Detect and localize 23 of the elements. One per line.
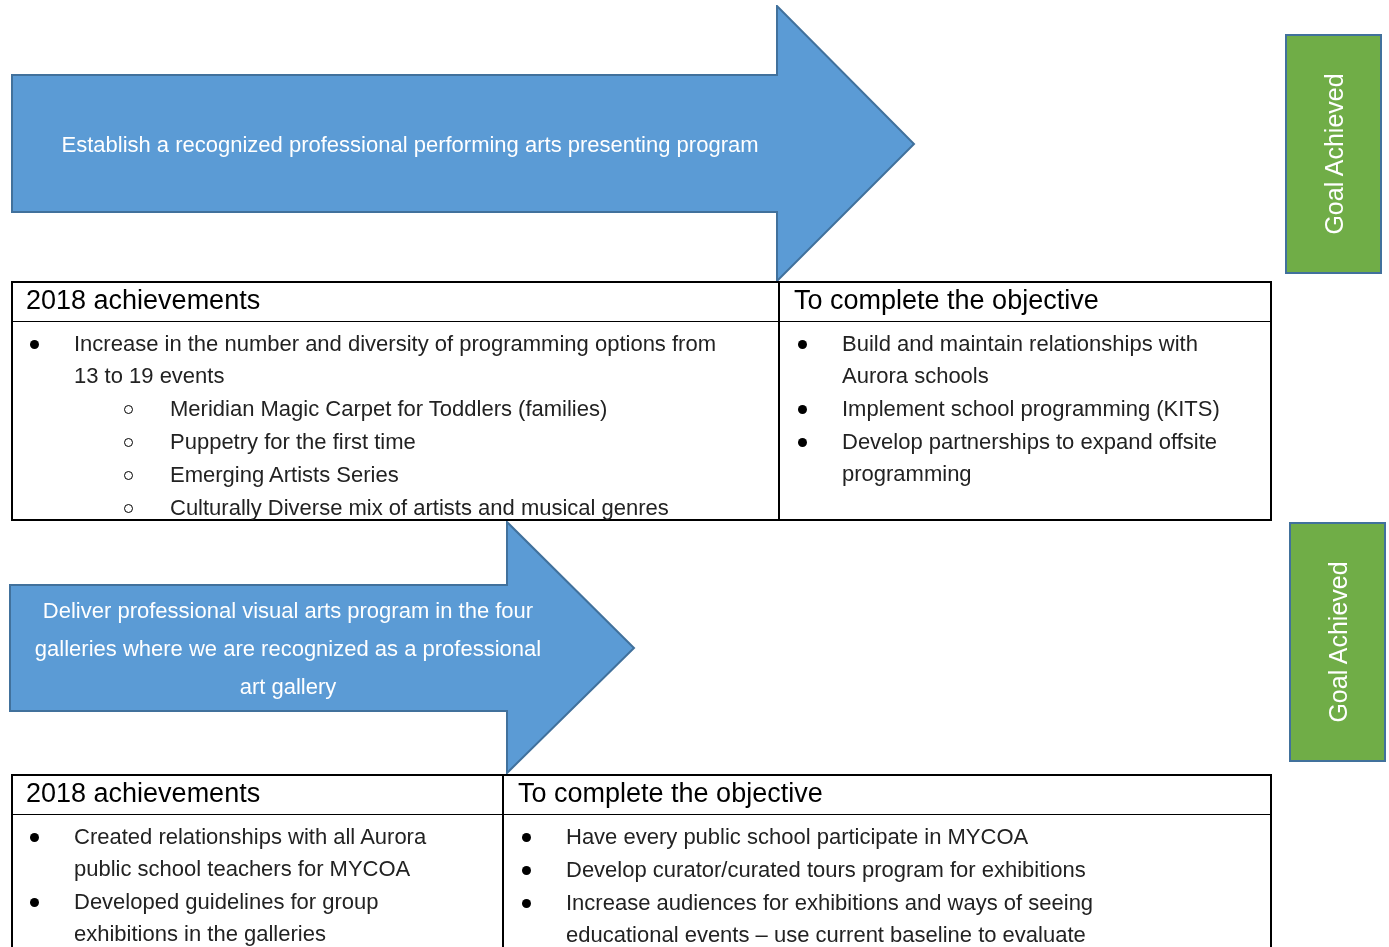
column-heading: To complete the objective	[794, 285, 1099, 316]
list-item: Meridian Magic Carpet for Toddlers (families)	[170, 395, 609, 423]
status-text: Goal Achieved	[1323, 561, 1352, 723]
list-item: Have every public school participate in MYCOA	[566, 823, 1030, 851]
status-box	[1289, 522, 1386, 762]
column-heading: 2018 achievements	[26, 778, 261, 809]
status-box	[1285, 34, 1382, 274]
list-item: Developed guidelines for group exhibitions in the galleries	[74, 888, 380, 947]
status-text: Goal Achieved	[1319, 73, 1348, 235]
list-item: Emerging Artists Series	[170, 461, 400, 489]
list-item: Implement school programming (KITS)	[842, 395, 1221, 423]
list-item: Culturally Diverse mix of artists and musical genres	[170, 494, 670, 522]
arrow-text: Deliver professional visual arts program in the four galleries where we are recognized as a professional art gallery	[33, 597, 543, 701]
list-item: Build and maintain relationships with Aurora schools	[842, 330, 1199, 390]
list-item: Created relationships with all Aurora public school teachers for MYCOA	[74, 823, 428, 883]
list-item: Increase audiences for exhibitions and ways of seeing educational events – use current baseline to evaluate	[566, 889, 1095, 947]
list-item: Increase in the number and diversity of programming options from 13 to 19 events	[74, 330, 717, 390]
column-heading: To complete the objective	[518, 778, 823, 809]
arrow-text: Establish a recognized professional performing arts presenting program	[60, 131, 760, 159]
list-item: Puppetry for the first time	[170, 428, 417, 456]
list-item: Develop partnerships to expand offsite programming	[842, 428, 1219, 488]
column-heading: 2018 achievements	[26, 285, 261, 316]
list-item: Develop curator/curated tours program for exhibitions	[566, 856, 1087, 884]
